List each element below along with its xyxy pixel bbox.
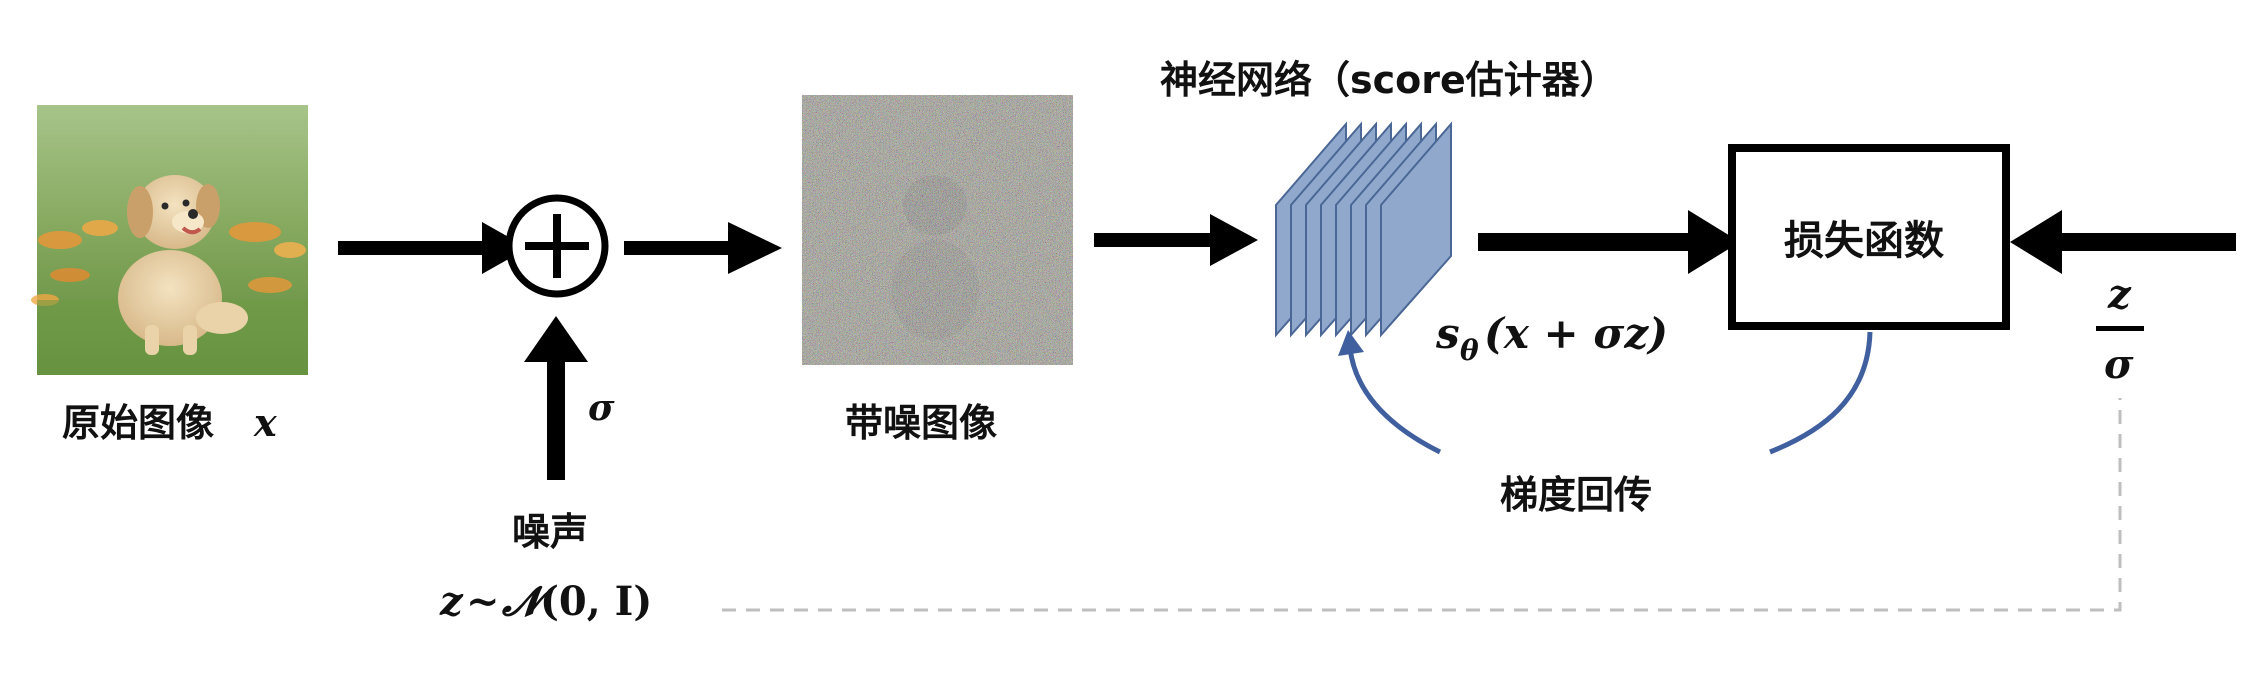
noisy-image-label: 带噪图像 — [845, 401, 997, 445]
noise-dist-var: z — [439, 578, 464, 625]
score-output-label: s θ (x + σz) — [1435, 309, 1668, 367]
arrow-noise-to-sum — [524, 316, 588, 480]
arrow-sum-to-noisy — [624, 222, 782, 274]
arrow-target-to-loss — [2010, 210, 2236, 274]
original-image — [31, 105, 308, 375]
circled-plus-icon — [505, 194, 609, 298]
arrow-network-to-loss — [1478, 210, 1740, 274]
target-denominator: σ — [2104, 341, 2134, 388]
noise-dist-tilde: ~ — [466, 578, 500, 625]
arrow-original-to-sum — [338, 222, 528, 274]
backprop-label: 梯度回传 — [1500, 473, 1652, 517]
noisy-image — [802, 95, 1073, 365]
noise-dist-args: (0, I) — [540, 578, 652, 625]
flower-band — [31, 220, 306, 306]
arrow-noisy-to-network — [1094, 214, 1258, 266]
score-theta: θ — [1460, 334, 1479, 367]
noise-distribution: z ~ 𝓝 (0, I) — [439, 578, 652, 625]
score-s: s — [1435, 309, 1460, 358]
dashed-connector — [722, 398, 2122, 612]
noise-label: 噪声 — [512, 510, 588, 554]
network-label: 神经网络（score估计器） — [1160, 58, 1618, 102]
loss-function-box — [1728, 144, 2010, 330]
target-fraction: z σ — [2096, 271, 2144, 388]
sigma-label: σ — [588, 387, 615, 429]
backprop-curve — [1338, 330, 1873, 455]
target-numerator: z — [2107, 271, 2132, 318]
loss-function-label: 损失函数 — [1784, 218, 1944, 264]
original-image-label: 原始图像 — [62, 401, 214, 445]
original-image-var: x — [253, 400, 278, 445]
stacked-layers-icon — [1275, 121, 1452, 338]
puppy-figure — [118, 175, 248, 355]
score-args: (x + σz) — [1484, 309, 1668, 358]
